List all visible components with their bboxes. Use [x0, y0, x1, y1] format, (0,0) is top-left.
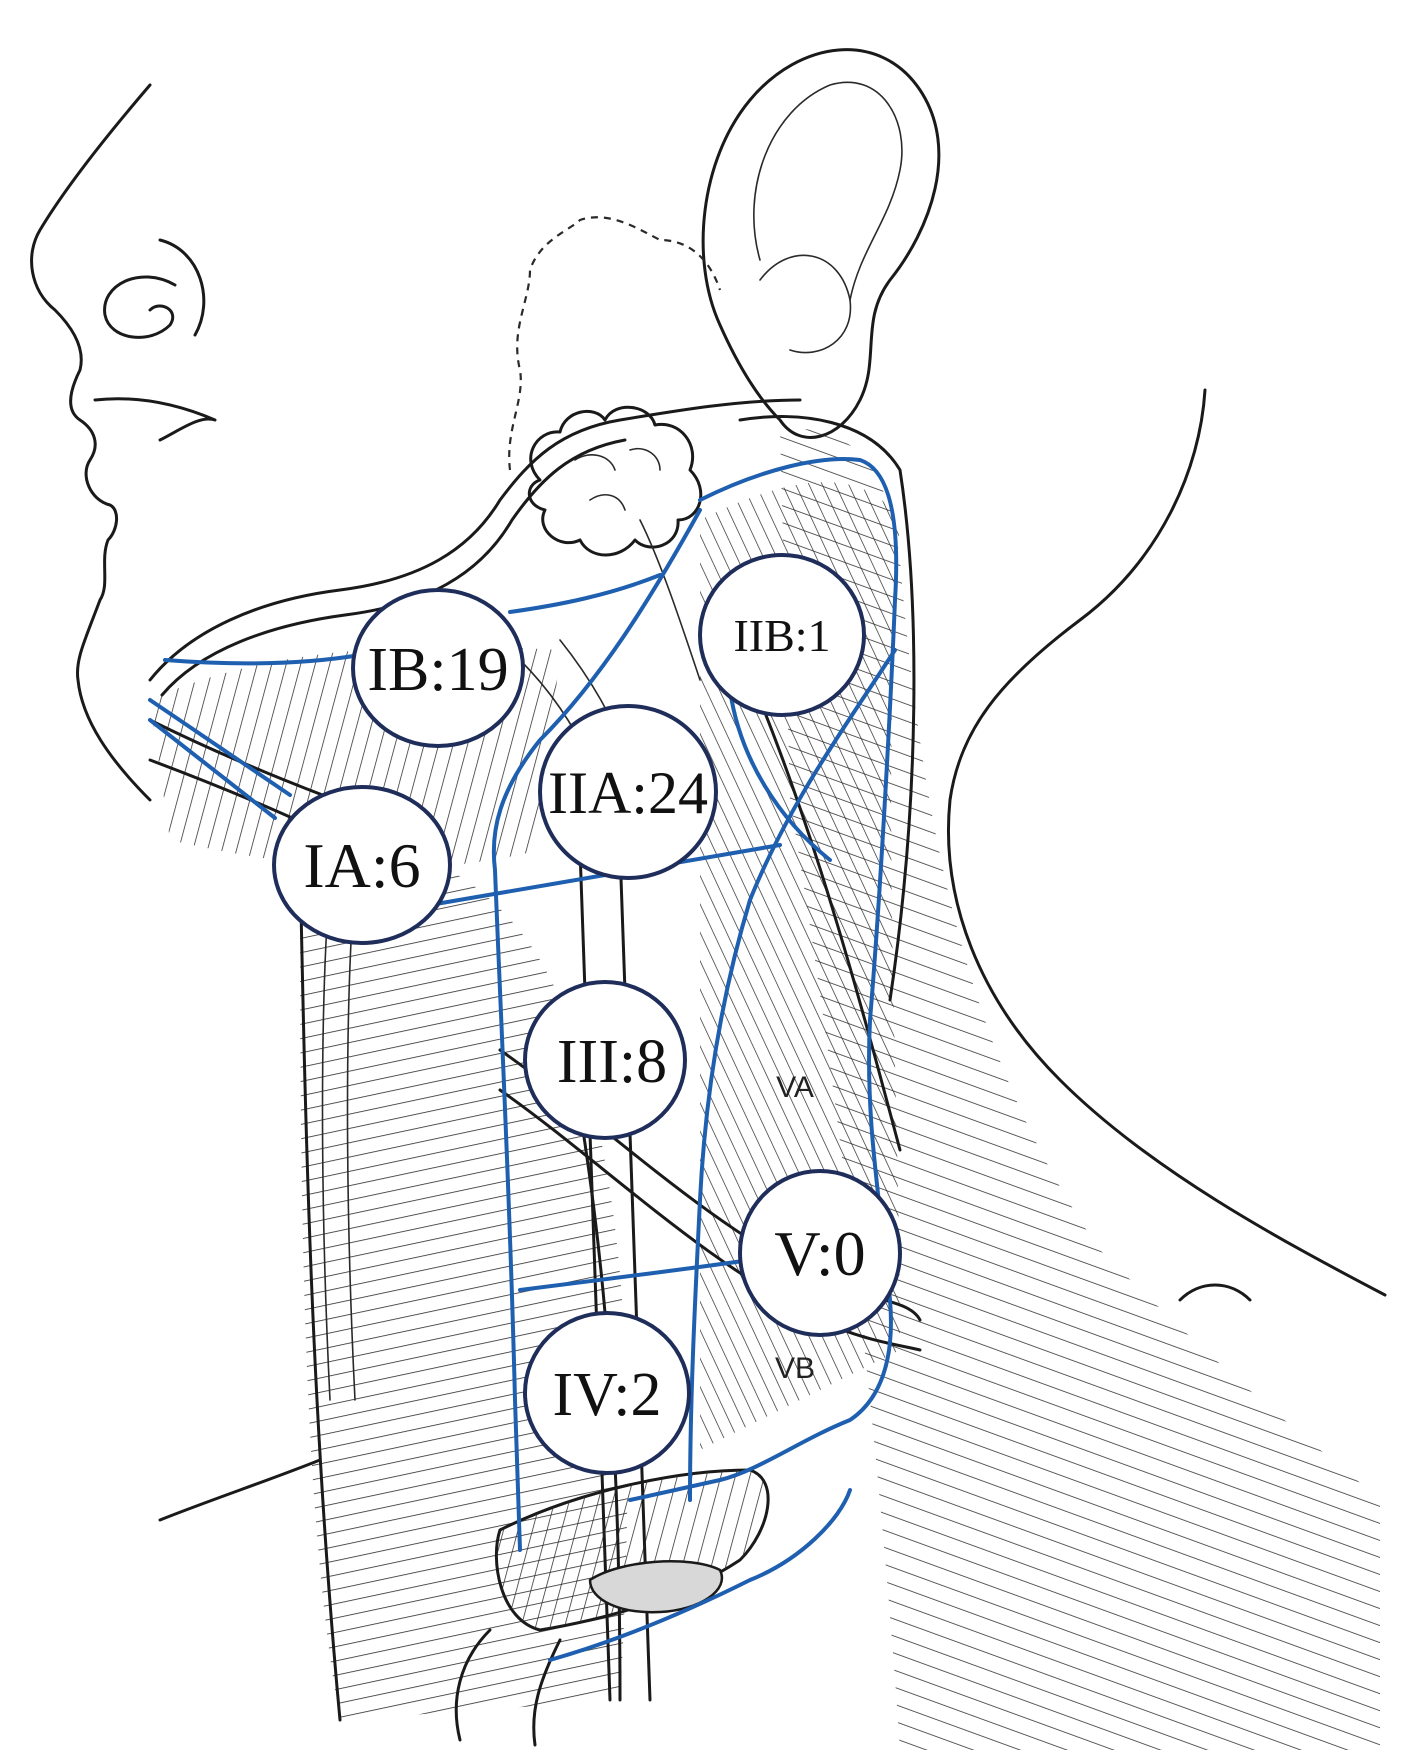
submandibular-gland	[527, 405, 703, 557]
level-boundary-level-ib	[163, 653, 362, 666]
level-label-iii: III:8	[557, 1028, 667, 1096]
gland-lobule-lines	[574, 448, 661, 511]
level-bubble-ia: IA:6	[272, 785, 452, 945]
level-bubble-iv: IV:2	[523, 1311, 691, 1475]
ear-inner-helix	[753, 81, 903, 301]
level-label-ib: IB:19	[367, 636, 508, 704]
nasal-ala-arc	[158, 238, 206, 337]
level-bubble-ib: IB:19	[351, 588, 525, 748]
level-label-ia: IA:6	[303, 830, 420, 901]
parotid-gland-dashed	[508, 216, 722, 471]
level-boundary-level-ii	[491, 508, 702, 1552]
mandible-outer	[148, 398, 802, 682]
level-bubble-v: V:0	[738, 1169, 902, 1337]
level-boundary-va-vb-crossing	[688, 648, 897, 1502]
level-boundary-bottom	[548, 1488, 852, 1662]
ear-concha	[759, 254, 852, 354]
sublevel-label-vb: VB	[775, 1352, 815, 1385]
level-bubble-iii: III:8	[523, 980, 687, 1140]
nostril-curl	[103, 275, 177, 339]
level-boundary-level-ii-posterior	[628, 457, 899, 1502]
level-boundary-level-ii-lower	[428, 843, 782, 907]
level-label-iv: IV:2	[552, 1361, 661, 1429]
ear-outline	[701, 48, 941, 439]
sternal-curve	[454, 1628, 562, 1747]
level-label-iia: IIA:24	[548, 760, 708, 826]
back-neck-outline	[947, 388, 1387, 1297]
level-boundary-level-iv	[518, 1258, 752, 1292]
level-label-iib: IIB:1	[733, 610, 830, 661]
clavicle-cross-section	[588, 1560, 724, 1614]
level-label-v: V:0	[774, 1218, 865, 1289]
level-boundary-scm-curve	[728, 688, 832, 862]
shoulder-fold	[1178, 1283, 1252, 1302]
level-bubble-iib: IIB:1	[698, 553, 866, 717]
mouth-line	[93, 397, 217, 442]
chest-line	[158, 1458, 322, 1522]
level-boundary-level-ia	[148, 698, 292, 820]
level-bubble-iia: IIA:24	[538, 704, 718, 880]
level-boundary-level-ib-upper	[508, 573, 662, 614]
face-profile-outline	[30, 83, 152, 802]
sublevel-label-va: VA	[776, 1071, 814, 1104]
scm-muscle-outline	[738, 415, 916, 1152]
